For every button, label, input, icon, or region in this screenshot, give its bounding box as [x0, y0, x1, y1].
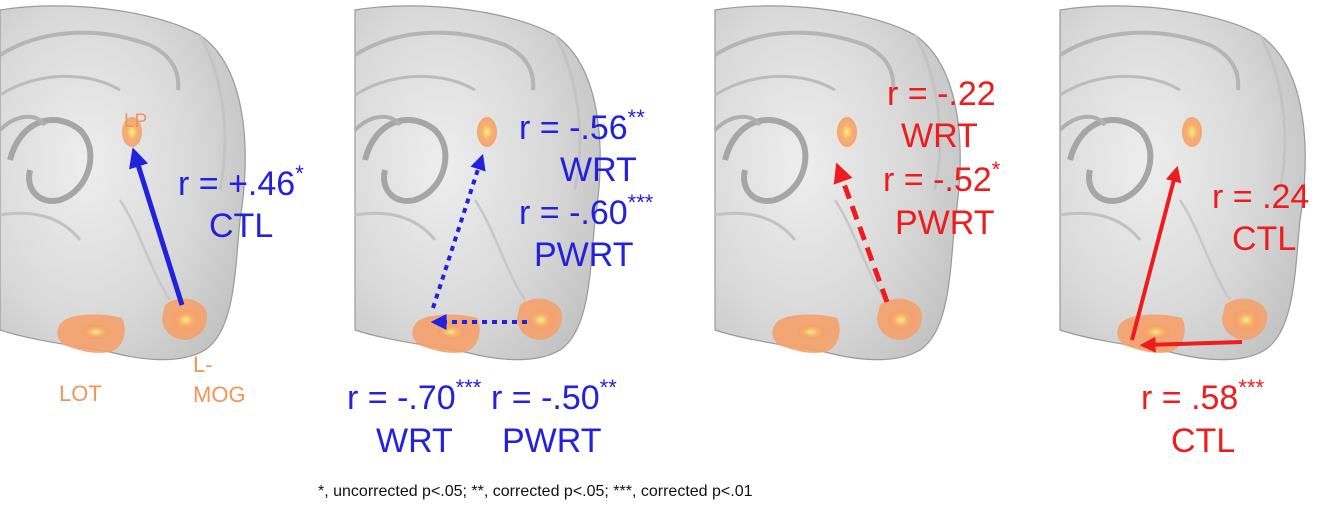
connection-arrow-lmog-lot — [1139, 336, 1243, 353]
brain-panel-3 — [715, 6, 960, 360]
stat-r-value: r = -.22 — [887, 75, 996, 113]
stat-measure: WRT — [560, 151, 637, 189]
brain-panel-4 — [1060, 6, 1305, 360]
connection-arrow-lmog-lp — [129, 147, 185, 306]
significance-stars: ** — [599, 375, 617, 400]
roi-label-lot: LOT — [59, 381, 102, 406]
brain-panel-2 — [355, 6, 600, 360]
stat-measure: WRT — [901, 117, 978, 155]
significance-stars: * — [991, 157, 1001, 182]
stat-measure: CTL — [209, 207, 274, 245]
stat-measure: WRT — [376, 422, 453, 460]
stat-r-value: r = .58*** — [1141, 375, 1265, 417]
stat-r-value: r = .24 — [1212, 178, 1310, 216]
significance-stars: *** — [455, 375, 482, 400]
stat-r-value: r = -.56** — [519, 105, 645, 147]
significance-footnote: *, uncorrected p<.05; **, corrected p<.0… — [318, 483, 753, 500]
stat-measure: PWRT — [534, 236, 634, 274]
roi-label-lmog-line1: L- — [193, 352, 213, 377]
roi-label-lmog-line2: MOG — [193, 382, 246, 407]
stat-measure: PWRT — [502, 422, 602, 460]
connection-arrow-lot-lp — [1130, 165, 1182, 341]
stat-r-value: r = -.60*** — [519, 190, 654, 232]
brain-panel-1 — [0, 6, 245, 360]
significance-stars: *** — [627, 190, 654, 215]
significance-stars: * — [295, 161, 304, 186]
roi-label-lp: LP — [124, 111, 148, 132]
stat-r-value: r = -.52* — [883, 157, 1001, 199]
stat-r-value: r = -.50** — [491, 375, 617, 417]
significance-stars: *** — [1238, 375, 1265, 400]
stat-r-value: r = -.70*** — [347, 375, 482, 417]
stat-r-value: r = +.46* — [178, 161, 304, 203]
stat-measure: CTL — [1171, 422, 1236, 460]
connection-arrow-lmog-lp — [833, 162, 890, 303]
significance-stars: ** — [627, 105, 645, 130]
stat-measure: CTL — [1232, 220, 1297, 258]
stat-measure: PWRT — [895, 204, 995, 242]
